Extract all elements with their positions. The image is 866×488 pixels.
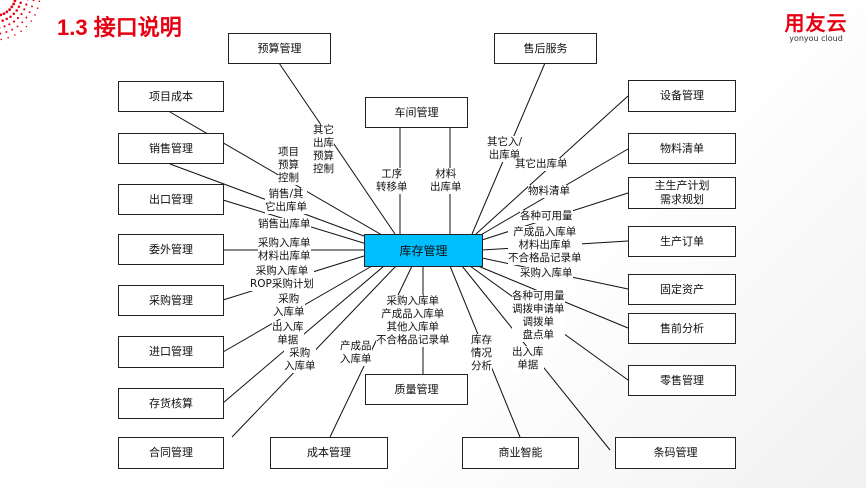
label-workshop-2: 材料 出库单 — [430, 168, 462, 194]
label-fixed-assets: 采购入库单 — [520, 267, 573, 280]
label-quality: 采购入库单 产成品入库单 其他入库单 不合格品记录单 — [376, 295, 450, 347]
label-presales: 各种可用量 调拨申请单 调拨单 盘点单 — [512, 290, 565, 342]
box-contract[interactable]: 合同管理 — [118, 437, 224, 469]
box-presales[interactable]: 售前分析 — [628, 313, 736, 344]
label-import: 采购 入库单 — [273, 293, 305, 319]
logo-en: yonyou cloud — [789, 34, 843, 43]
box-bom[interactable]: 物料清单 — [628, 133, 736, 164]
decorative-dots-icon — [0, 0, 41, 41]
box-inventory-accounting[interactable]: 存货核算 — [118, 388, 224, 419]
label-equipment: 其它出库单 — [515, 158, 568, 171]
label-purchasing: 采购入库单 ROP采购计划 — [250, 265, 314, 291]
box-cost[interactable]: 成本管理 — [270, 437, 388, 469]
box-fixed-assets[interactable]: 固定资产 — [628, 274, 736, 305]
page-title: 1.3 接口说明 — [57, 15, 182, 40]
label-cost: 产成品 入库单 — [340, 340, 372, 366]
label-export: 销售出库单 — [258, 218, 311, 231]
label-mps: 各种可用量 — [520, 210, 573, 223]
box-quality[interactable]: 质量管理 — [365, 374, 468, 405]
box-workshop[interactable]: 车间管理 — [365, 97, 468, 128]
label-project: 项目 预算 控制 — [278, 146, 299, 185]
label-budget: 其它 出库 预算 控制 — [313, 124, 334, 176]
label-sales: 销售/其 它出库单 — [265, 188, 307, 214]
box-production-order[interactable]: 生产订单 — [628, 226, 736, 257]
yonyou-logo: 用友云 yonyou cloud — [776, 12, 856, 44]
label-workshop-1: 工序 转移单 — [376, 168, 408, 194]
box-import[interactable]: 进口管理 — [118, 336, 224, 368]
label-bom: 物料清单 — [528, 185, 570, 198]
label-contract: 采购 入库单 — [284, 347, 316, 373]
box-budget-management[interactable]: 预算管理 — [228, 33, 331, 64]
box-after-sales[interactable]: 售后服务 — [494, 33, 597, 64]
label-barcode: 出入库 单据 — [512, 346, 544, 372]
box-sales[interactable]: 销售管理 — [118, 133, 224, 164]
label-inv-acct: 出入库 单据 — [272, 321, 304, 347]
label-aftersales: 其它入/ 出库单 — [487, 136, 523, 162]
box-project-cost[interactable]: 项目成本 — [118, 81, 224, 112]
box-purchasing[interactable]: 采购管理 — [118, 285, 224, 316]
label-production: 产成品入库单 材料出库单 不合格品记录单 — [508, 226, 582, 265]
label-bi: 库存 情况 分析 — [471, 334, 492, 373]
label-outsourcing: 采购入库单 材料出库单 — [258, 237, 311, 263]
box-inventory-center[interactable]: 库存管理 — [364, 234, 483, 267]
box-retail[interactable]: 零售管理 — [628, 365, 736, 396]
box-outsourcing[interactable]: 委外管理 — [118, 234, 224, 265]
box-export[interactable]: 出口管理 — [118, 184, 224, 215]
box-equipment[interactable]: 设备管理 — [628, 80, 736, 112]
box-barcode[interactable]: 条码管理 — [615, 437, 736, 469]
box-bi[interactable]: 商业智能 — [462, 437, 579, 469]
box-mps[interactable]: 主生产计划 需求规划 — [628, 177, 736, 209]
logo-cn: 用友云 — [784, 11, 848, 35]
